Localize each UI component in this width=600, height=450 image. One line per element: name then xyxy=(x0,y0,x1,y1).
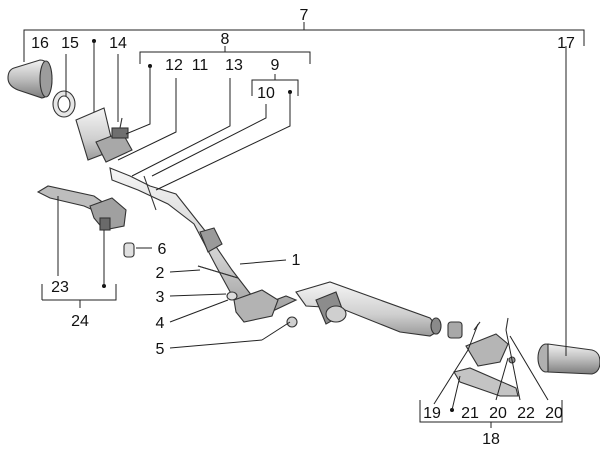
label-17: 17 xyxy=(557,35,575,52)
label-20b: 20 xyxy=(545,405,563,422)
pin-part xyxy=(123,242,135,258)
nut-part xyxy=(286,316,298,328)
label-20a: 20 xyxy=(489,405,507,422)
label-14: 14 xyxy=(109,35,127,52)
label-7: 7 xyxy=(300,7,309,24)
label-13: 13 xyxy=(225,57,243,74)
label-19: 19 xyxy=(423,405,441,422)
clamp-part xyxy=(233,289,279,323)
bolt-part xyxy=(197,265,239,279)
label-8: 8 xyxy=(221,31,230,48)
label-3: 3 xyxy=(156,289,165,306)
label-15: 15 xyxy=(61,35,79,52)
left-grip xyxy=(7,59,53,99)
right-brake-lever xyxy=(453,317,519,397)
label-2: 2 xyxy=(156,265,165,282)
label-23: 23 xyxy=(51,279,69,296)
label-1: 1 xyxy=(292,252,301,269)
left-brake-lever xyxy=(36,185,127,231)
label-10: 10 xyxy=(257,85,275,102)
label-16: 16 xyxy=(31,35,49,52)
long-bolt-part xyxy=(143,175,157,211)
right-spacer xyxy=(447,321,463,339)
label-21: 21 xyxy=(461,405,479,422)
parts-drawing xyxy=(7,59,600,397)
label-24: 24 xyxy=(71,313,89,330)
leader-lines xyxy=(23,22,585,428)
label-4: 4 xyxy=(156,315,165,332)
right-grip xyxy=(537,343,600,375)
label-18: 18 xyxy=(482,431,500,448)
label-11: 11 xyxy=(192,57,209,74)
throttle-assembly xyxy=(75,107,133,163)
washer-part xyxy=(226,291,238,301)
label-6: 6 xyxy=(158,241,167,258)
label-5: 5 xyxy=(156,341,165,358)
label-12: 12 xyxy=(165,57,183,74)
grip-ring xyxy=(52,90,76,118)
label-9: 9 xyxy=(271,57,280,74)
label-22: 22 xyxy=(517,405,535,422)
callout-labels: 7 16 15 14 8 12 11 13 9 10 17 1 6 2 3 4 … xyxy=(31,7,575,448)
